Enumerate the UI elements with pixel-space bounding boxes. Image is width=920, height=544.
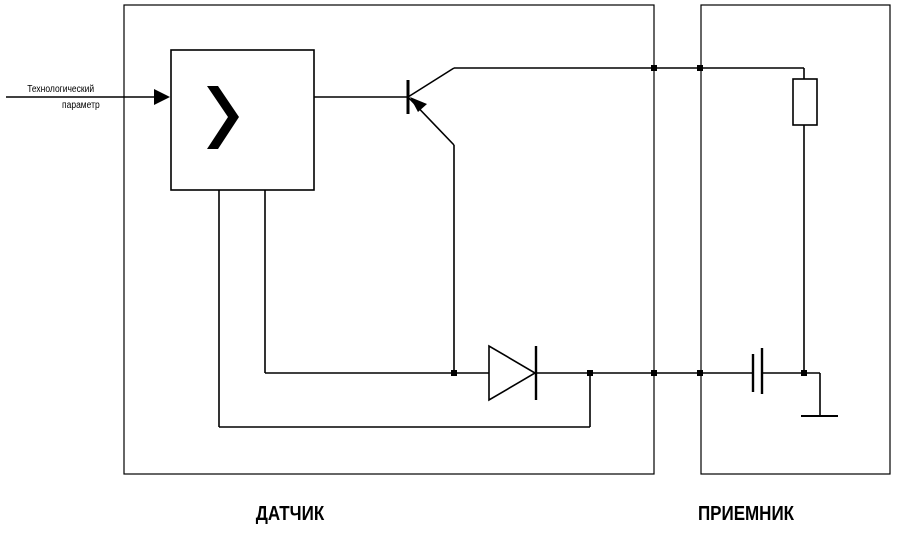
- input-arrowhead: [154, 89, 170, 105]
- junction-node: [651, 370, 657, 376]
- sensor-label: ДАТЧИК: [256, 502, 325, 525]
- junction-node: [651, 65, 657, 71]
- receiver-label: ПРИЕМНИК: [698, 502, 795, 525]
- emitter-arrowhead: [410, 97, 427, 112]
- junction-node: [587, 370, 593, 376]
- input-label-line2: параметр: [62, 99, 100, 110]
- junction-node: [697, 370, 703, 376]
- resistor: [792, 78, 818, 126]
- transistor-collector: [407, 67, 455, 98]
- junction-node: [451, 370, 457, 376]
- diode: [488, 344, 537, 402]
- junction-node: [697, 65, 703, 71]
- receiver-block: [700, 4, 891, 475]
- comparator-block: [170, 49, 315, 191]
- junction-node: [801, 370, 807, 376]
- sensor-block: [123, 4, 655, 475]
- chevron-greater-than-icon: [207, 86, 239, 149]
- input-label-line1: Технологический: [27, 83, 94, 94]
